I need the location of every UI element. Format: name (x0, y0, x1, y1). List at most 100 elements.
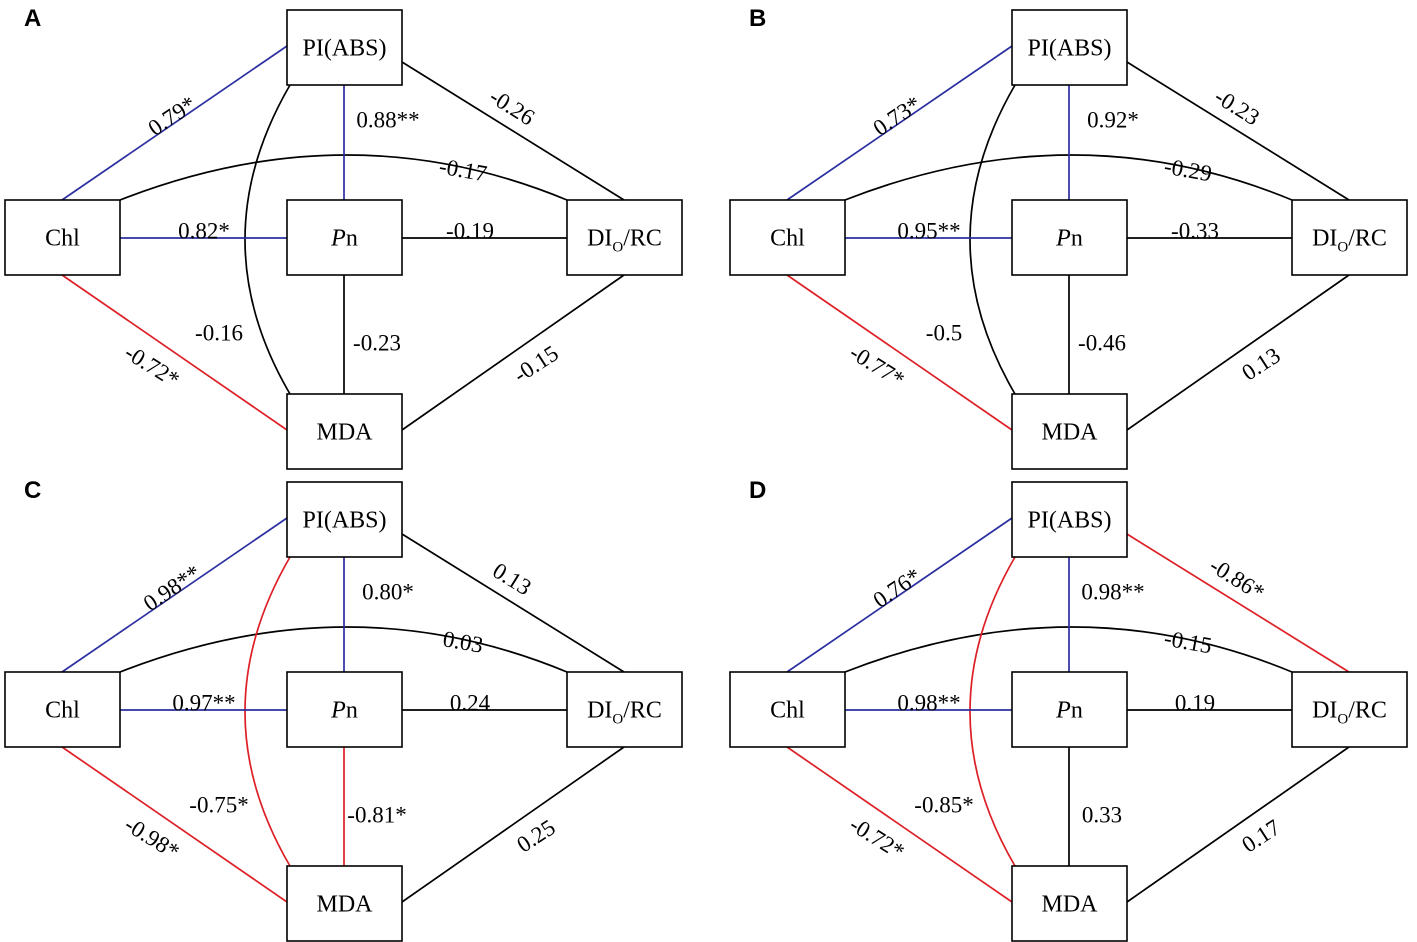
node-pn-label: Pn (1055, 698, 1083, 724)
edge-label-pi-mda: -0.5 (926, 321, 962, 346)
node-di-sub: O (1337, 712, 1348, 728)
node-pi-box (286, 9, 403, 86)
panel-d: D-0.15-0.85*0.76*0.98**-0.86*0.98**0.190… (729, 477, 1408, 942)
panel-c: C0.03-0.75*0.98**0.80*0.130.97**0.24-0.8… (4, 477, 683, 942)
edge-label-chl-pi: 0.73* (869, 91, 926, 141)
edge-pi-mda (969, 84, 1016, 395)
edge-label-chl-pn: 0.98** (897, 691, 960, 716)
edge-pi-mda (244, 84, 291, 395)
panel-letter: C (24, 477, 41, 504)
panel-letter: A (24, 5, 41, 32)
edge-label-chl-pi: 0.98** (139, 560, 205, 616)
node-pn-italic: P (330, 698, 346, 724)
edge-pi-di (1126, 61, 1350, 201)
edge-di-mda (401, 274, 625, 431)
edge-label-pi-pn: 0.80* (362, 580, 414, 605)
edge-label-pi-mda: -0.85* (914, 793, 973, 818)
node-di-box (1291, 199, 1408, 276)
edge-label-chl-pi: 0.79* (144, 91, 201, 141)
node-chl-box (729, 671, 846, 748)
node-pn-rest: n (1071, 226, 1083, 252)
node-mda-box (1011, 393, 1128, 470)
node-di-main: DI (1312, 226, 1337, 252)
node-pn-italic: P (1055, 226, 1071, 252)
node-di-box (566, 199, 683, 276)
edge-chl-mda (61, 746, 288, 903)
node-mda-label: MDA (1041, 892, 1098, 918)
node-chl-box (4, 199, 121, 276)
edge-label-pi-mda: -0.75* (189, 793, 248, 818)
edge-chl-mda (61, 274, 288, 431)
node-pi-label: PI(ABS) (302, 36, 386, 62)
edge-label-chl-pn: 0.97** (172, 691, 235, 716)
edge-label-pn-mda: 0.33 (1082, 803, 1122, 828)
node-di-rest: /RC (623, 226, 662, 252)
node-mda-label: MDA (1041, 420, 1098, 446)
node-pi-label: PI(ABS) (302, 508, 386, 534)
edge-label-chl-mda: -0.72* (120, 340, 184, 393)
node-di-label: DIO/RC (1312, 698, 1387, 728)
edge-label-pi-mda: -0.16 (195, 321, 243, 346)
node-chl-label: Chl (770, 226, 805, 252)
edge-label-di-mda: -0.15 (509, 340, 563, 387)
node-pn-label: Pn (330, 698, 358, 724)
edge-label-pn-di: -0.33 (1171, 219, 1219, 244)
node-di-label: DIO/RC (587, 698, 662, 728)
node-chl-box (4, 671, 121, 748)
node-pi-box (286, 481, 403, 558)
edge-label-chl-pn: 0.82* (178, 219, 230, 244)
node-di-main: DI (1312, 698, 1337, 724)
edge-label-pi-pn: 0.92* (1087, 108, 1139, 133)
edge-label-pi-di: -0.26 (485, 84, 539, 131)
panel-letter: B (749, 5, 766, 32)
edge-pi-di (401, 61, 625, 201)
node-pn-box (286, 671, 403, 748)
node-di-rest: /RC (1348, 698, 1387, 724)
edge-label-chl-di: -0.17 (437, 154, 489, 187)
edge-chl-pi (786, 517, 1013, 673)
edge-label-chl-pi: 0.76* (869, 563, 926, 613)
edge-label-pi-di: -0.86* (1205, 553, 1269, 606)
node-pi-box (1011, 9, 1128, 86)
edge-chl-di (119, 154, 568, 201)
edge-chl-pi (786, 45, 1013, 201)
node-di-label: DIO/RC (1312, 226, 1387, 256)
node-chl-label: Chl (45, 698, 80, 724)
node-pi-label: PI(ABS) (1027, 508, 1111, 534)
edge-label-pi-pn: 0.98** (1081, 580, 1144, 605)
edge-label-chl-mda: -0.72* (845, 812, 909, 865)
edge-label-chl-di: 0.03 (441, 626, 485, 658)
node-pn-italic: P (330, 226, 346, 252)
edge-label-pi-di: -0.23 (1210, 84, 1264, 131)
node-chl-box (729, 199, 846, 276)
edge-di-mda (1126, 746, 1350, 903)
edge-label-pi-pn: 0.88** (356, 108, 419, 133)
node-pn-label: Pn (330, 226, 358, 252)
node-di-main: DI (587, 698, 612, 724)
edge-label-chl-di: -0.29 (1162, 154, 1214, 187)
node-di-label: DIO/RC (587, 226, 662, 256)
edge-label-chl-mda: -0.77* (845, 340, 909, 393)
node-mda-box (286, 865, 403, 942)
node-di-box (566, 671, 683, 748)
edge-label-chl-mda: -0.98* (120, 812, 184, 865)
edge-chl-mda (786, 746, 1013, 903)
node-mda-label: MDA (316, 892, 373, 918)
node-pn-italic: P (1055, 698, 1071, 724)
node-di-main: DI (587, 226, 612, 252)
node-chl-label: Chl (770, 698, 805, 724)
node-pn-label: Pn (1055, 226, 1083, 252)
node-pn-box (1011, 199, 1128, 276)
edge-chl-di (844, 154, 1293, 201)
edge-label-pn-di: 0.19 (1175, 691, 1215, 716)
edge-label-pn-mda: -0.81* (347, 803, 406, 828)
edge-label-pn-mda: -0.23 (353, 331, 401, 356)
node-mda-box (1011, 865, 1128, 942)
edge-chl-di (119, 626, 568, 673)
node-pn-rest: n (1071, 698, 1083, 724)
edge-label-chl-pn: 0.95** (897, 219, 960, 244)
edge-pi-mda (969, 556, 1016, 867)
edge-label-pn-di: 0.24 (450, 691, 491, 716)
node-pi-box (1011, 481, 1128, 558)
edge-pi-di (1126, 533, 1350, 673)
